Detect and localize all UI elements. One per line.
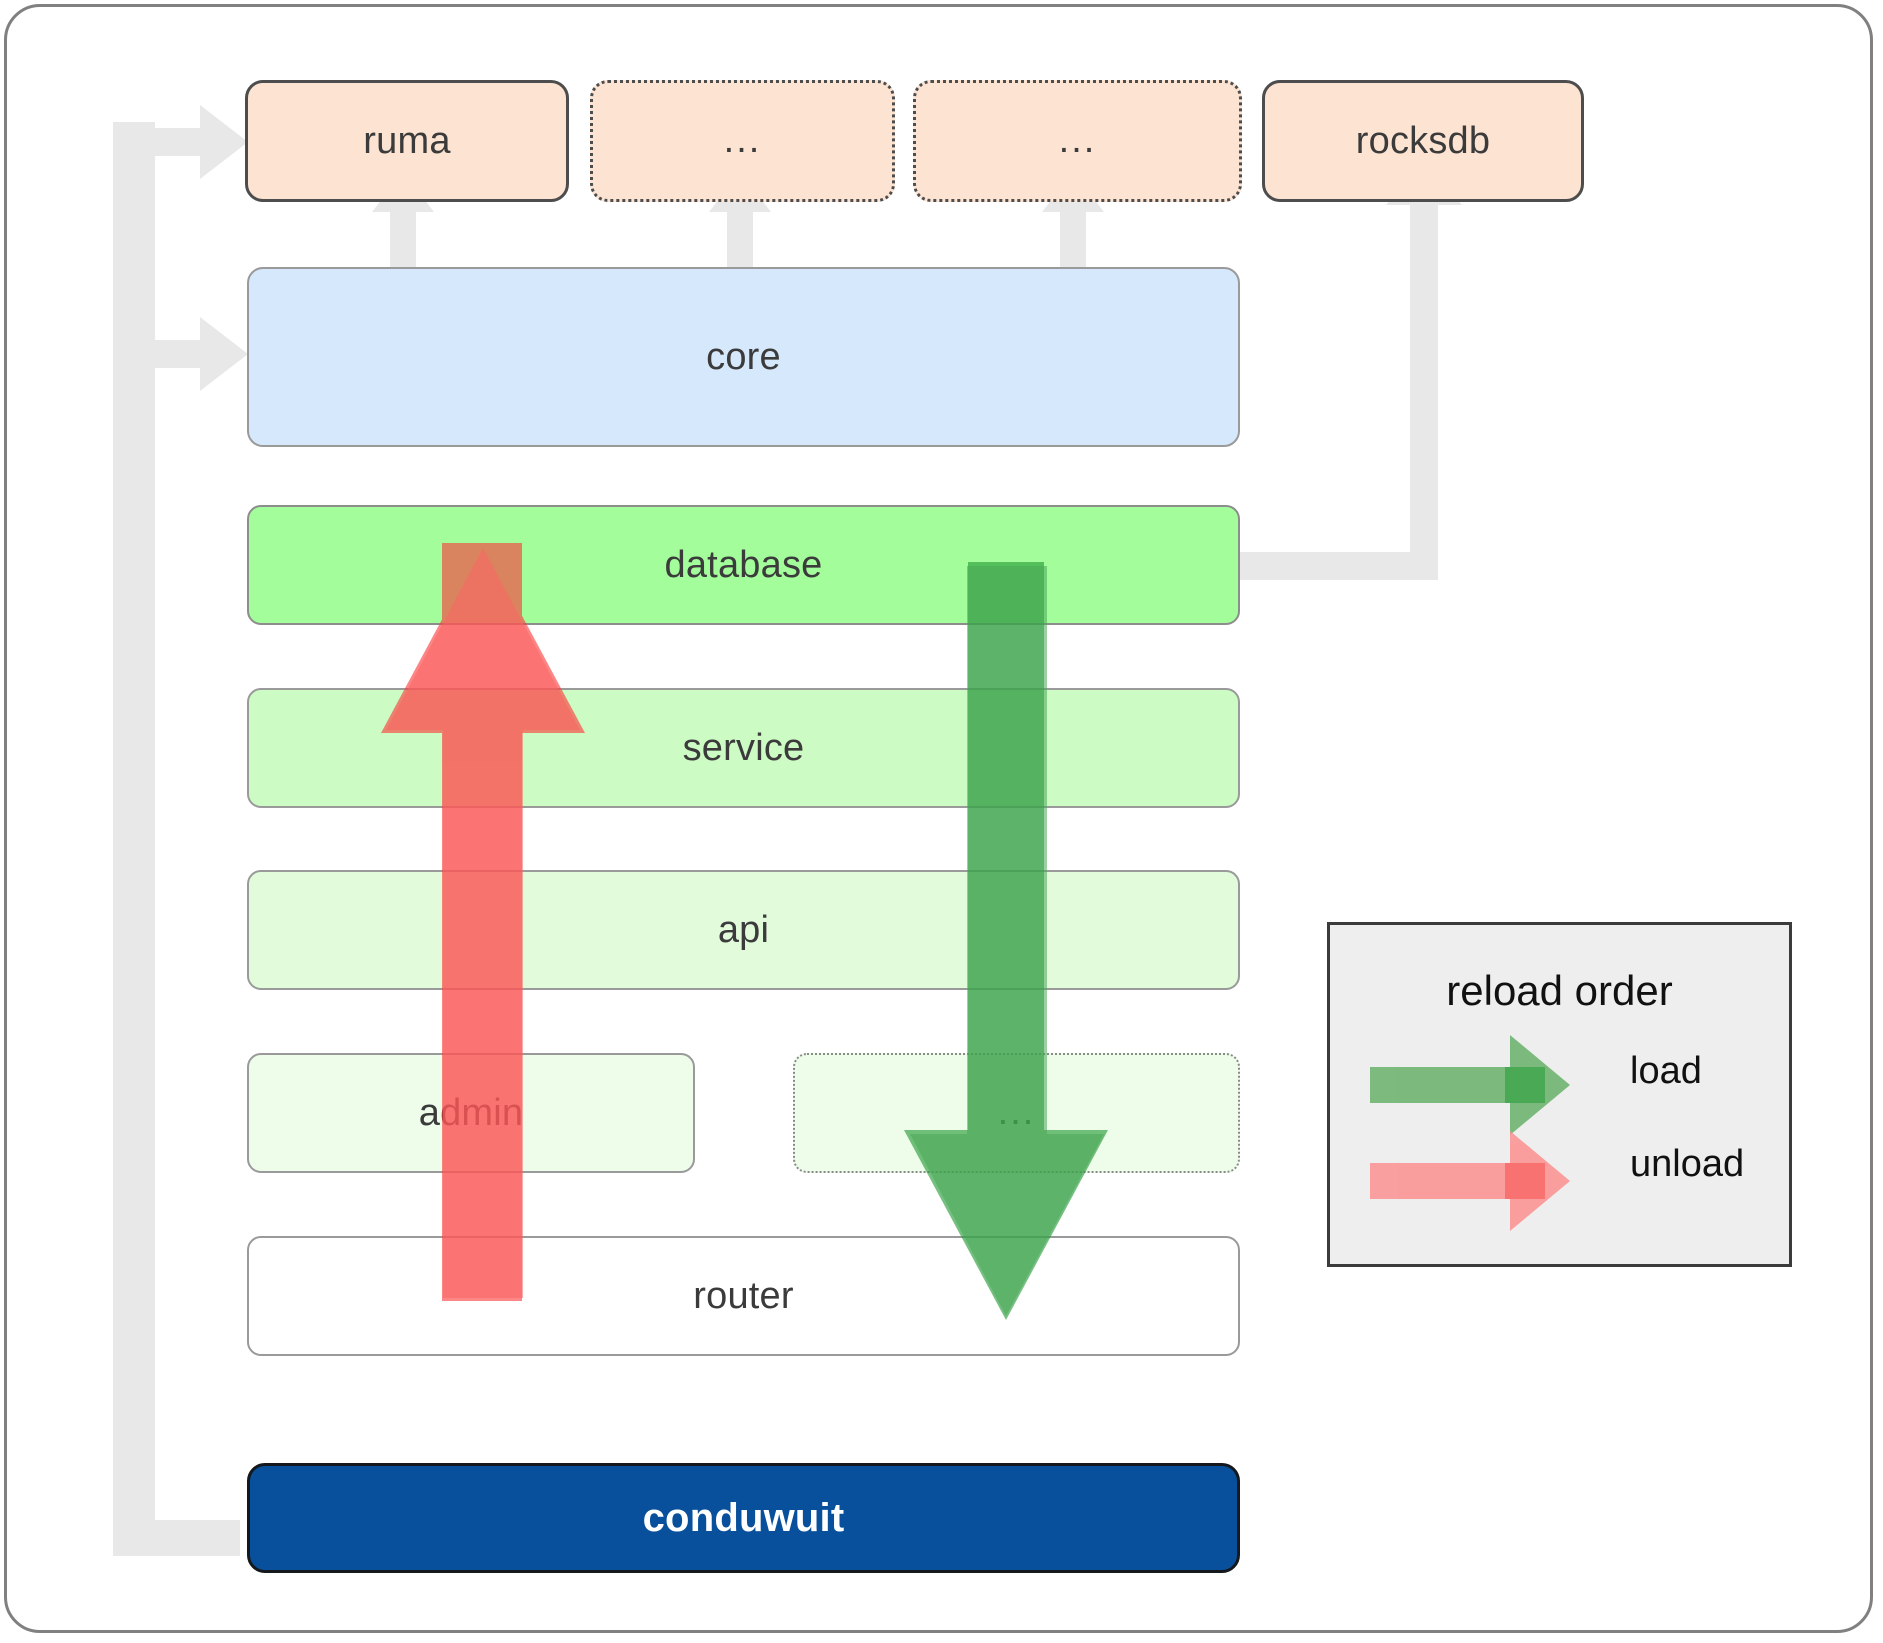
crate-label-ruma: ruma bbox=[363, 119, 451, 162]
layer-label-api: api bbox=[717, 908, 770, 951]
layer-box-database[interactable]: database bbox=[247, 505, 1240, 625]
crate-box-ellipsis-1[interactable]: ... bbox=[590, 80, 895, 202]
layer-label-service: service bbox=[682, 726, 805, 769]
layer-label-ellipsis-3: ... bbox=[997, 1091, 1036, 1134]
binary-box-conduwuit[interactable]: conduwuit bbox=[247, 1463, 1240, 1573]
crate-box-rocksdb[interactable]: rocksdb bbox=[1262, 80, 1584, 202]
layer-box-ellipsis-3[interactable]: ... bbox=[793, 1053, 1240, 1173]
layer-label-admin: admin bbox=[418, 1091, 524, 1134]
crate-label-ellipsis-2: ... bbox=[1058, 119, 1097, 162]
layer-label-router: router bbox=[693, 1274, 794, 1317]
legend-arrow-swatches bbox=[1370, 1035, 1570, 1231]
layer-label-database: database bbox=[664, 543, 823, 586]
layer-box-core[interactable]: core bbox=[247, 267, 1240, 447]
layer-label-core: core bbox=[706, 335, 781, 378]
legend-label-load: load bbox=[1630, 1050, 1702, 1092]
binary-label-conduwuit: conduwuit bbox=[642, 1495, 845, 1540]
diagram-frame bbox=[4, 4, 1873, 1633]
layer-box-admin[interactable]: admin bbox=[247, 1053, 695, 1173]
layer-box-api[interactable]: api bbox=[247, 870, 1240, 990]
legend-title: reload order bbox=[1446, 967, 1673, 1014]
crate-box-ellipsis-2[interactable]: ... bbox=[913, 80, 1242, 202]
legend-load-arrow bbox=[1370, 1035, 1570, 1135]
legend-unload-arrow bbox=[1370, 1131, 1570, 1231]
legend-panel: reload order load unload bbox=[1327, 922, 1792, 1267]
legend-label-unload: unload bbox=[1630, 1143, 1745, 1185]
layer-box-service[interactable]: service bbox=[247, 688, 1240, 808]
crate-label-ellipsis-1: ... bbox=[723, 119, 762, 162]
layer-box-router[interactable]: router bbox=[247, 1236, 1240, 1356]
crate-box-ruma[interactable]: ruma bbox=[245, 80, 569, 202]
crate-label-rocksdb: rocksdb bbox=[1355, 119, 1491, 162]
